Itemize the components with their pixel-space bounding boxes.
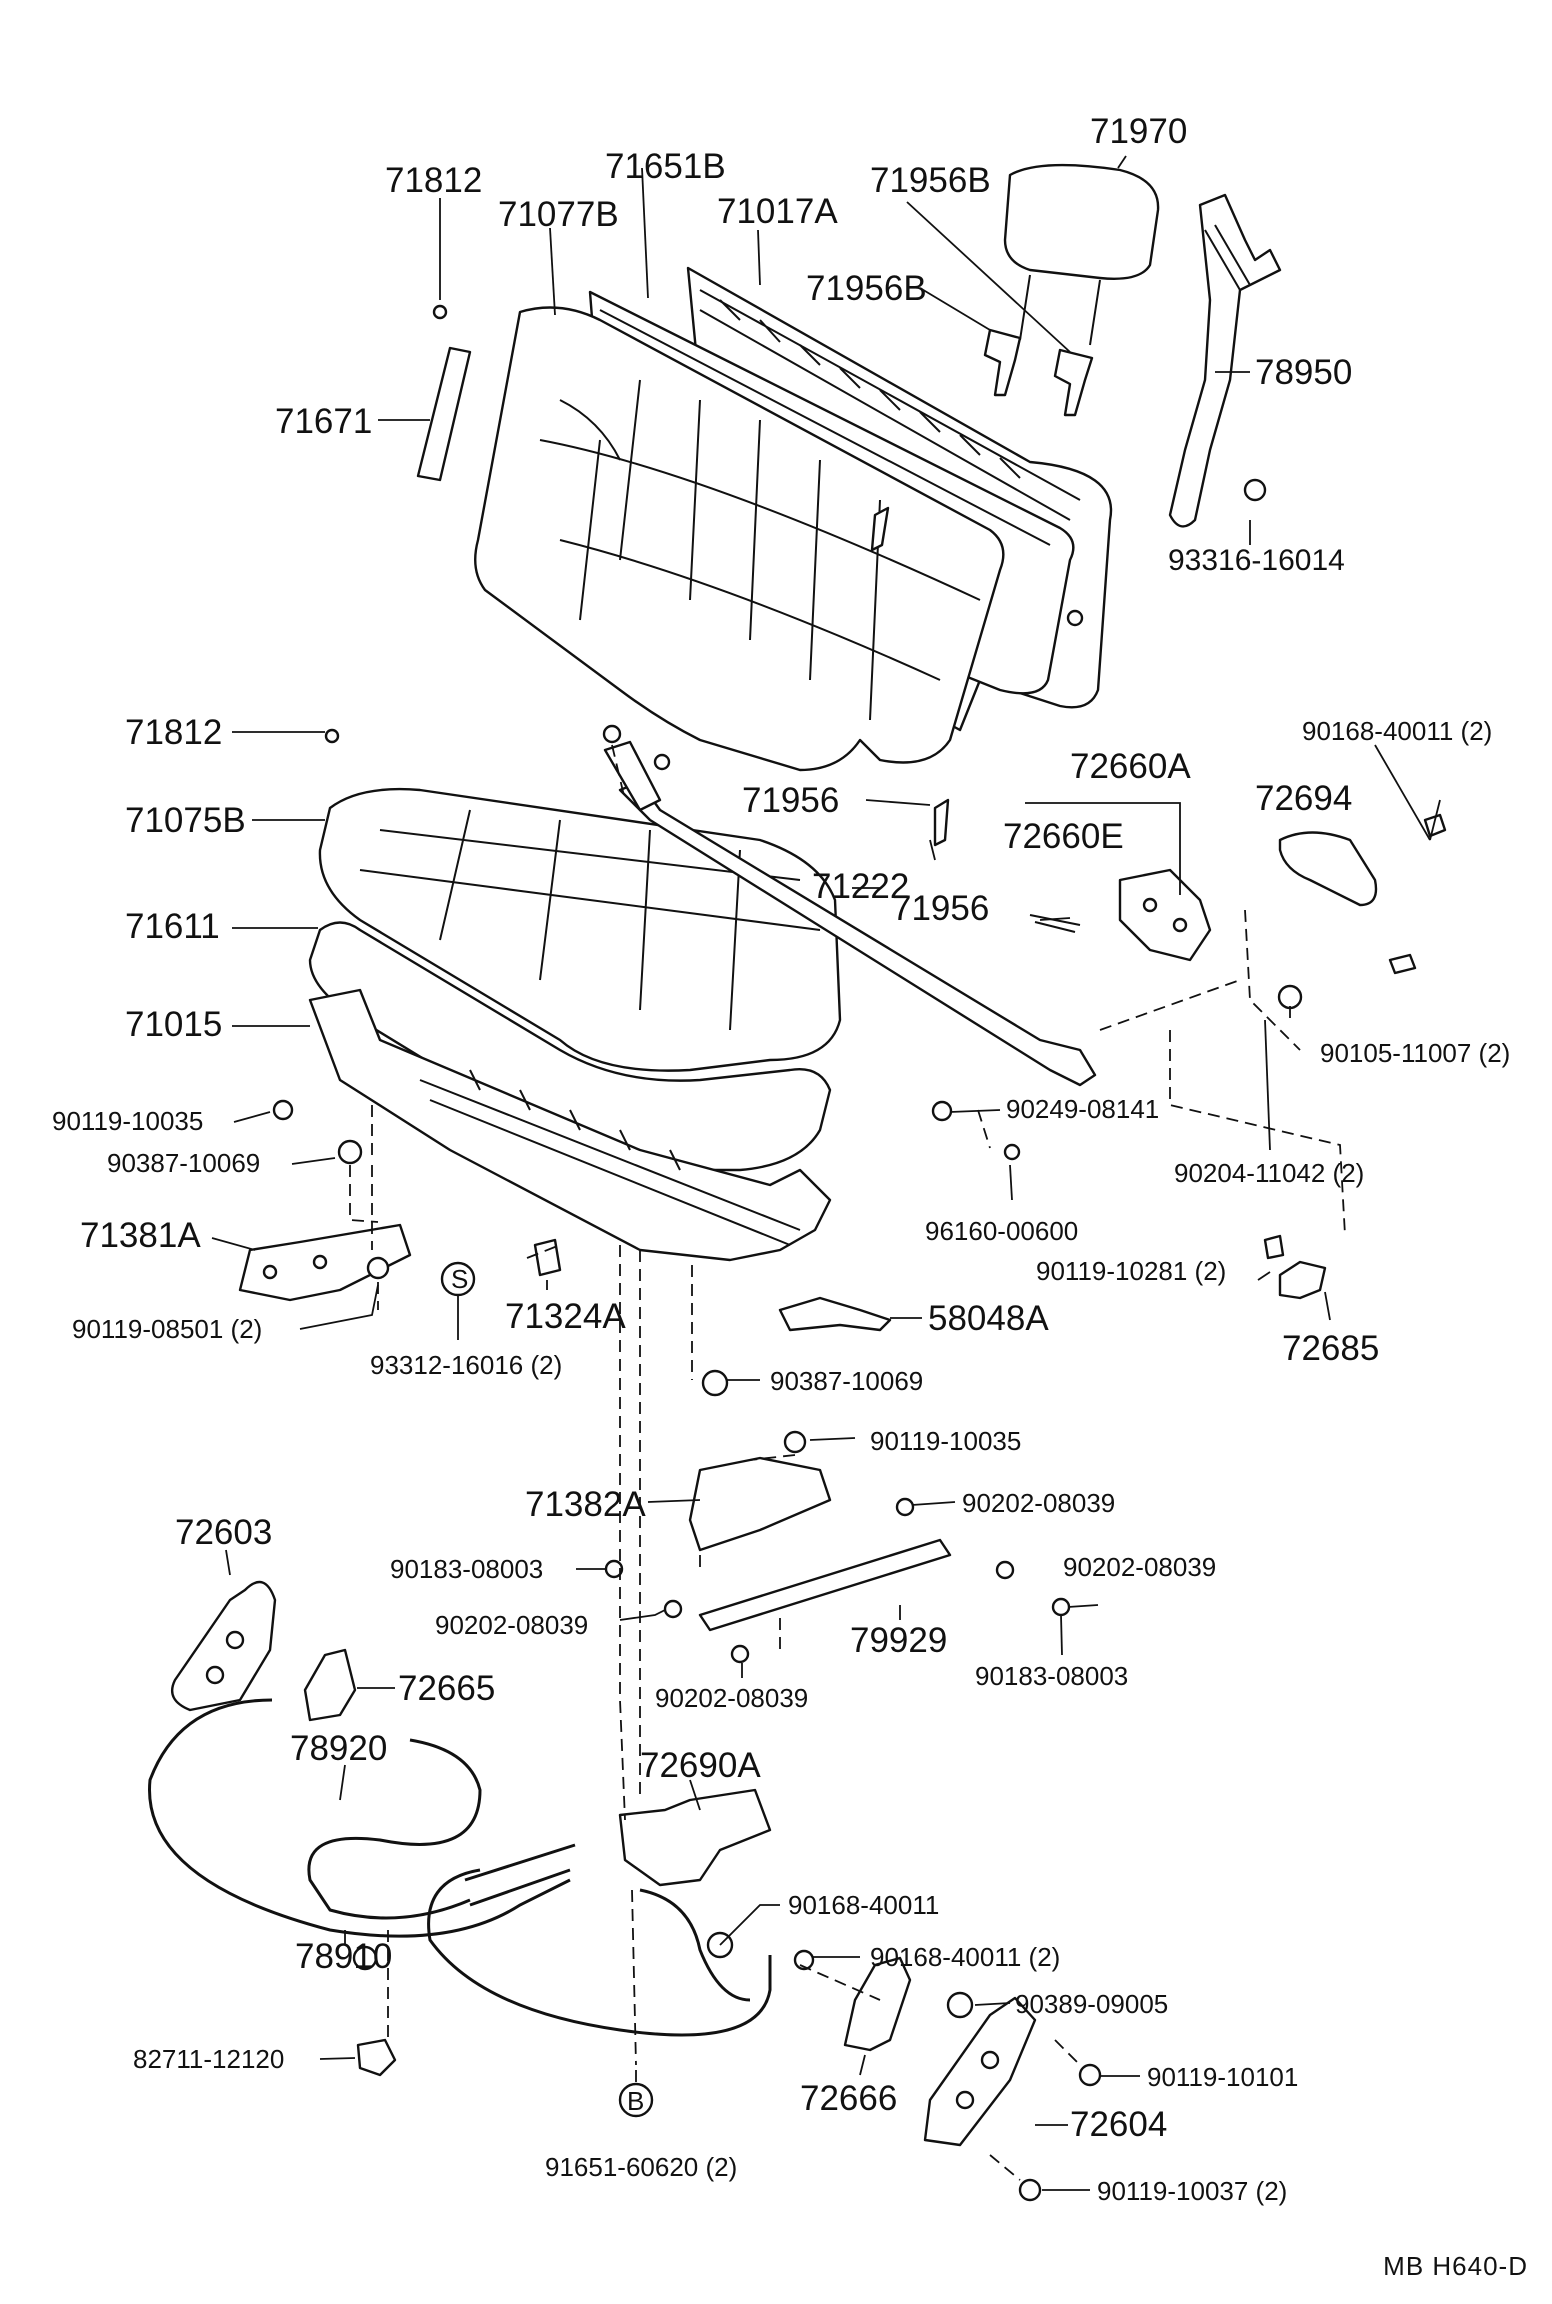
label-90119-10037: 90119-10037 (2) [1097, 2176, 1287, 2206]
label-90168-40011-2-low: 90168-40011 (2) [870, 1942, 1060, 1972]
label-90387-10069-lower: 90387-10069 [770, 1366, 923, 1396]
hook-58048A [778, 1296, 892, 1332]
clip-71812-lower [324, 728, 340, 744]
label-72690A: 72690A [640, 1746, 761, 1785]
label-90389-09005: 90389-09005 [1015, 1989, 1168, 2019]
label-72665: 72665 [398, 1669, 495, 1708]
seat-cushion-cover [318, 787, 842, 1072]
label-90119-08501: 90119-08501 (2) [72, 1314, 262, 1344]
lock-cover [1278, 831, 1378, 907]
label-90249-08141: 90249-08141 [1006, 1094, 1159, 1124]
stopper-71324A [533, 1238, 562, 1277]
label-79929: 79929 [850, 1621, 947, 1660]
label-58048A: 58048A [928, 1299, 1049, 1338]
label-71222: 71222 [812, 867, 909, 906]
nuts-and-bolts [272, 1099, 1102, 2202]
seat-cushion-frame [308, 988, 832, 1262]
recliner-plate-72603 [170, 1580, 277, 1712]
rod-79929 [698, 1538, 952, 1632]
seat-back-cover [474, 306, 1005, 772]
label-90202-08039-b: 90202-08039 [1063, 1552, 1216, 1582]
circle-marker-s [440, 1261, 476, 1297]
label-71956B-left: 71956B [806, 269, 927, 308]
label-71970: 71970 [1090, 112, 1187, 151]
label-90183-08003-a: 90183-08003 [390, 1554, 543, 1584]
label-82711-12120: 82711-12120 [133, 2044, 284, 2074]
label-90204-11042: 90204-11042 (2) [1174, 1158, 1364, 1188]
label-71075B: 71075B [125, 801, 246, 840]
seat-cushion-pad [308, 921, 832, 1172]
clip-71812-upper [432, 304, 448, 320]
label-90387-10069-upper: 90387-10069 [107, 1148, 260, 1178]
label-78920: 78920 [290, 1729, 387, 1768]
seat-belt [1168, 193, 1282, 528]
label-93316-16014: 93316-16014 [1168, 544, 1345, 577]
label-72660A: 72660A [1070, 747, 1191, 786]
lock-bolts [1277, 813, 1447, 1010]
label-90202-08039-a: 90202-08039 [962, 1488, 1115, 1518]
label-90202-08039-d: 90202-08039 [655, 1683, 808, 1713]
hinge-bracket-71382A [688, 1456, 832, 1552]
label-96160-00600: 96160-00600 [925, 1216, 1078, 1246]
label-71671: 71671 [275, 402, 372, 441]
label-circle-b: B [627, 2086, 644, 2116]
seat-back-lock-rod [602, 724, 1097, 1087]
label-90119-10281: 90119-10281 (2) [1036, 1256, 1226, 1286]
cover-72665 [303, 1648, 357, 1722]
label-91651-60620: 91651-60620 (2) [545, 2152, 737, 2182]
label-71324A: 71324A [505, 1297, 626, 1336]
label-90119-10101: 90119-10101 [1147, 2062, 1298, 2092]
label-93312-16016: 93312-16016 (2) [370, 1350, 562, 1380]
diagram-code: MB H640-D [1383, 2251, 1528, 2281]
label-72685: 72685 [1282, 1329, 1379, 1368]
label-72694: 72694 [1255, 779, 1352, 818]
label-71611: 71611 [125, 907, 220, 946]
label-90119-10035-lower: 90119-10035 [870, 1426, 1021, 1456]
label-71812-upper: 71812 [385, 161, 482, 200]
leader-lines [211, 155, 1441, 2191]
label-90183-08003-b: 90183-08003 [975, 1661, 1128, 1691]
label-90202-08039-c: 90202-08039 [435, 1610, 588, 1640]
label-circle-s: S [451, 1264, 468, 1294]
striker-bracket [1263, 1234, 1327, 1300]
label-90119-10035-upper: 90119-10035 [52, 1106, 203, 1136]
label-71956-left: 71956 [742, 781, 839, 820]
recliner-plate-72604 [923, 1996, 1037, 2147]
label-90105-11007: 90105-11007 (2) [1320, 1038, 1510, 1068]
handle-72690A [618, 1788, 772, 1887]
label-71077B: 71077B [498, 195, 619, 234]
label-90168-40011-2-top: 90168-40011 (2) [1302, 716, 1492, 746]
label-90168-40011-mid: 90168-40011 [788, 1890, 939, 1920]
back-trim-strip [416, 346, 472, 482]
label-71381A: 71381A [80, 1216, 201, 1255]
label-78910: 78910 [295, 1937, 392, 1976]
label-71812-lower: 71812 [125, 713, 222, 752]
headrest-supports [983, 328, 1094, 417]
label-71382A: 71382A [525, 1485, 646, 1524]
label-71651B: 71651B [605, 147, 726, 186]
label-72604: 72604 [1070, 2105, 1167, 2144]
label-78950: 78950 [1255, 353, 1352, 392]
circle-marker-b [618, 2082, 654, 2118]
dashed-assembly-lines [349, 744, 1346, 2181]
label-72660E: 72660E [1003, 817, 1124, 856]
label-71017A: 71017A [717, 192, 838, 231]
seat-back-lock [1029, 868, 1212, 962]
label-71956-right: 71956 [892, 889, 989, 928]
clamp-82711 [356, 2038, 397, 2077]
label-72603: 72603 [175, 1513, 272, 1552]
headrest [1003, 163, 1160, 346]
part-labels: 71970 71812 71651B 71077B 71017A 71956B … [52, 112, 1510, 2206]
label-71015: 71015 [125, 1005, 222, 1044]
lock-cable-hook [870, 506, 950, 847]
label-71956B-right: 71956B [870, 161, 991, 200]
cover-72666 [843, 1956, 912, 2052]
label-72666: 72666 [800, 2079, 897, 2118]
cables [148, 1698, 772, 2037]
